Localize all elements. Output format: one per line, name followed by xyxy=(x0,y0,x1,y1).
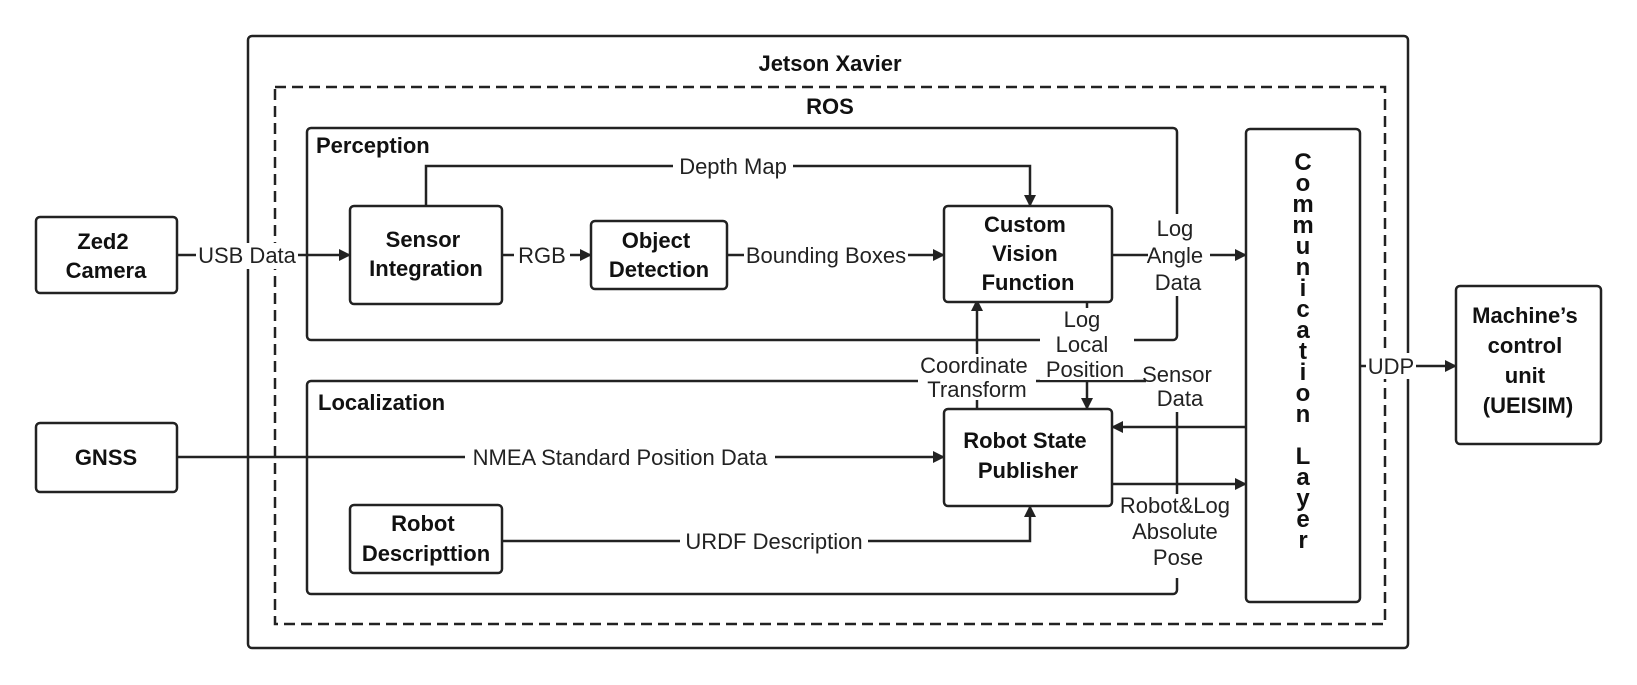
sensor-data-label: Sensor Data xyxy=(1142,362,1218,411)
urdf-description-arrow xyxy=(502,505,1036,543)
communication-layer-letter: r xyxy=(1298,527,1307,554)
connectors: USB Data RGB Bounding Boxes Depth Map Lo… xyxy=(177,154,1457,578)
zed2-camera-block[interactable]: Zed2 Camera xyxy=(34,215,179,295)
communication-layer-letter: c xyxy=(1296,296,1309,323)
custom-vision-function-text: Custom Vision Function xyxy=(982,212,1075,295)
robot-state-publisher-block[interactable]: Robot State Publisher xyxy=(942,407,1114,508)
communication-layer-letter: a xyxy=(1296,317,1310,344)
communication-layer-letter: i xyxy=(1300,359,1307,386)
robot-log-absolute-pose-label: Robot&Log Absolute Pose xyxy=(1120,493,1236,570)
gnss-block[interactable]: GNSS xyxy=(34,421,179,494)
nmea-label: NMEA Standard Position Data xyxy=(473,445,768,470)
communication-layer-letter: i xyxy=(1300,275,1307,302)
gnss-text: GNSS xyxy=(75,445,137,470)
perception-title: Perception xyxy=(316,133,430,158)
communication-layer-letter: n xyxy=(1296,254,1311,281)
machine-control-unit-block[interactable]: Machine’s control unit (UEISIM) xyxy=(1454,284,1603,446)
coordinate-transform-label: Coordinate Transform xyxy=(920,353,1034,402)
sensor-integration-block[interactable]: Sensor Integration xyxy=(348,204,504,306)
communication-layer-letter: L xyxy=(1296,443,1311,470)
usb-data-label: USB Data xyxy=(198,243,297,268)
rgb-label: RGB xyxy=(518,243,566,268)
robot-description-block[interactable]: Robot Descripttion xyxy=(348,503,504,575)
depth-map-label: Depth Map xyxy=(679,154,787,179)
robot-description-text: Robot Descripttion xyxy=(362,511,490,566)
object-detection-block[interactable]: Object Detection xyxy=(589,219,729,291)
machine-control-unit-text: Machine’s control unit (UEISIM) xyxy=(1472,303,1584,418)
custom-vision-function-block[interactable]: Custom Vision Function xyxy=(942,204,1114,304)
urdf-description-label: URDF Description xyxy=(685,529,862,554)
communication-layer-letter: a xyxy=(1296,464,1310,491)
communication-layer-letter: m xyxy=(1292,191,1313,218)
log-local-position-label: Log Local Position xyxy=(1046,307,1124,382)
communication-layer-letter: m xyxy=(1292,212,1313,239)
communication-layer-letter: u xyxy=(1296,233,1311,260)
ros-title: ROS xyxy=(806,94,854,119)
localization-title: Localization xyxy=(318,390,445,415)
udp-label: UDP xyxy=(1368,354,1414,379)
communication-layer-letter: o xyxy=(1296,380,1311,407)
communication-layer-letter: t xyxy=(1299,338,1307,365)
sensor-integration-text: Sensor Integration xyxy=(369,227,483,281)
communication-layer-letter: n xyxy=(1296,401,1311,428)
jetson-xavier-title: Jetson Xavier xyxy=(758,51,902,76)
communication-layer-letter: o xyxy=(1296,170,1311,197)
localization-container xyxy=(305,379,1179,596)
communication-layer-letter: e xyxy=(1296,506,1309,533)
communication-layer-letter: y xyxy=(1296,485,1310,512)
log-angle-data-label: Log Angle Data xyxy=(1147,216,1209,295)
object-detection-text: Object Detection xyxy=(609,228,709,282)
communication-layer-letter: C xyxy=(1294,149,1311,176)
jetson-xavier-container xyxy=(246,34,1410,650)
robot-state-publisher-text: Robot State Publisher xyxy=(963,428,1093,483)
zed2-camera-text: Zed2 Camera xyxy=(66,229,147,283)
bounding-boxes-label: Bounding Boxes xyxy=(746,243,906,268)
